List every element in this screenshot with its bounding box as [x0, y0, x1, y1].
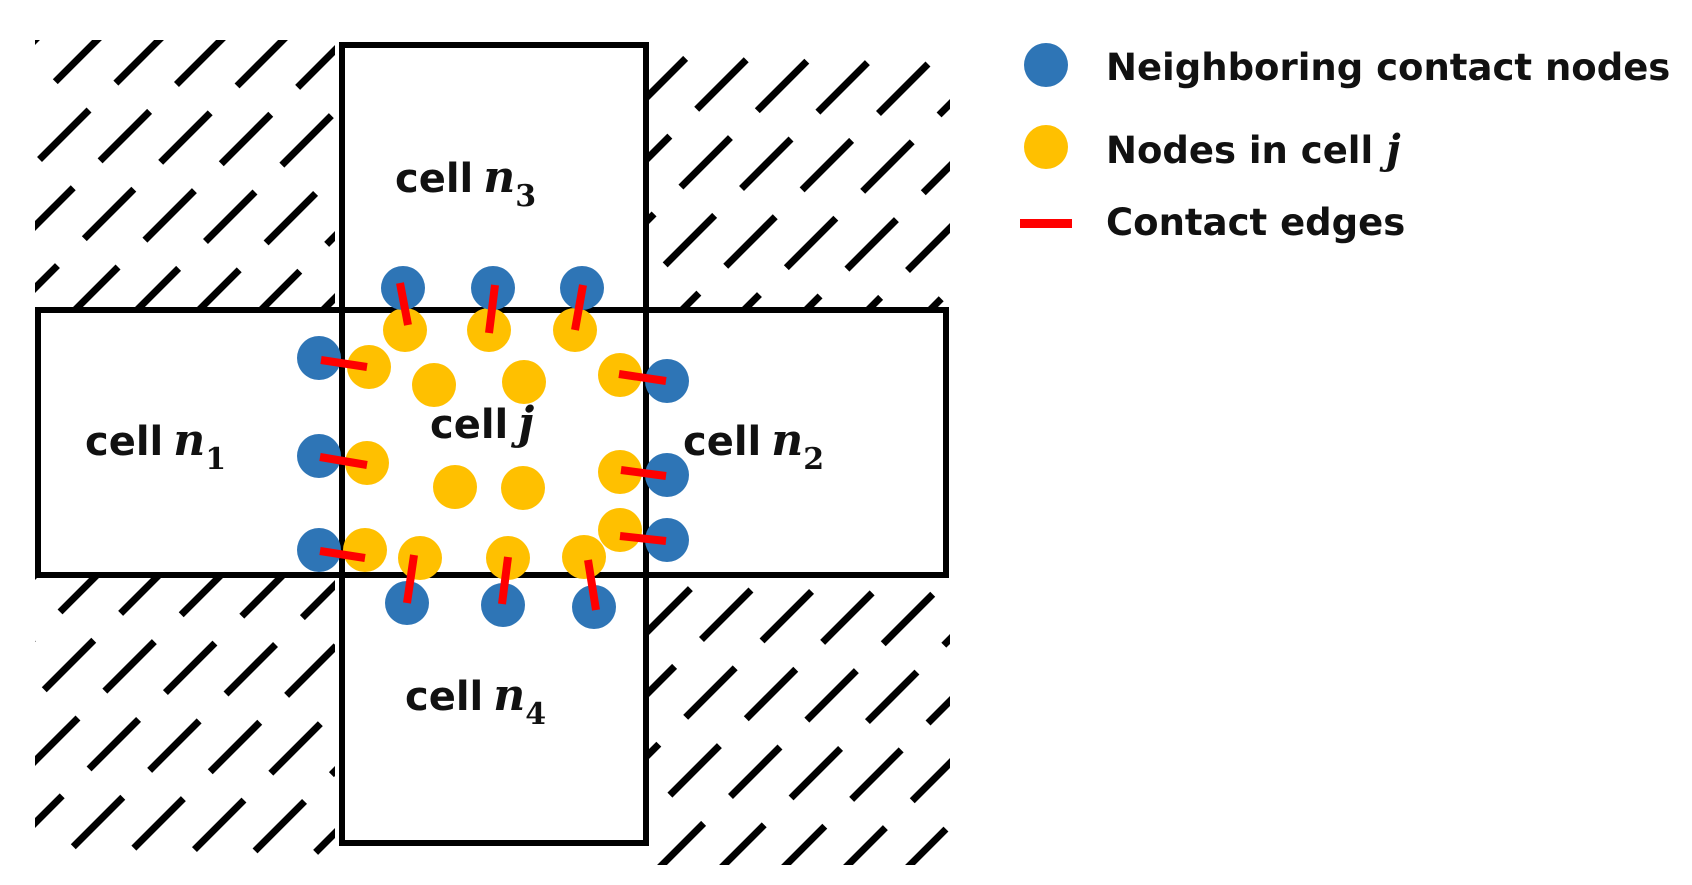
- cell-j-node: [502, 360, 546, 404]
- legend-blue-circle-icon: [1024, 43, 1068, 87]
- hatch-line: [256, 231, 335, 310]
- contact-edge: [319, 453, 368, 469]
- cell-n3-box: [339, 42, 649, 313]
- cell-j-nodes: [343, 308, 642, 580]
- hatch-line: [905, 820, 950, 865]
- cell-j-node: [433, 465, 477, 509]
- legend-yellow-circle-icon: [1024, 125, 1068, 169]
- legend-red-dash-icon: [1020, 219, 1072, 228]
- hatch-line: [70, 45, 335, 310]
- hatch-line: [801, 161, 950, 310]
- cell-j-node: [501, 466, 545, 510]
- cell-j-node: [562, 535, 606, 579]
- hatch-line: [781, 696, 950, 865]
- hatch-line: [863, 223, 950, 310]
- hatch-line: [112, 642, 335, 865]
- hatch-line: [677, 40, 950, 310]
- hatch-line: [642, 40, 833, 231]
- contact-edge: [584, 559, 600, 611]
- hatch-line: [642, 40, 771, 169]
- hatch-line: [642, 575, 895, 828]
- hatch-line: [642, 575, 833, 766]
- hatch-line: [739, 99, 950, 310]
- neighbor-contact-node: [297, 528, 341, 572]
- hatch-line: [194, 169, 335, 310]
- cell-j-node: [347, 345, 391, 389]
- hatch-line: [35, 575, 226, 766]
- neighbor-contact-node: [481, 583, 525, 627]
- hatch-region-bottom-left: [35, 575, 335, 865]
- legend-nodes-label: Nodes in cell j: [1106, 126, 1401, 173]
- hatch-line: [719, 634, 950, 865]
- contact-edge: [498, 556, 512, 605]
- contact-edges: [319, 282, 667, 611]
- hatch-line: [35, 40, 40, 45]
- cell-j-node: [398, 536, 442, 580]
- hatch-line: [132, 107, 335, 310]
- hatch-line: [657, 575, 950, 865]
- hatch-region-top-left: [35, 40, 335, 310]
- contact-edge: [620, 466, 667, 480]
- contact-edge: [320, 356, 368, 371]
- hatch-line: [236, 766, 335, 865]
- cell-j-node: [598, 450, 642, 494]
- contact-edge: [396, 282, 412, 326]
- cell-j-node: [598, 508, 642, 552]
- hatch-line: [50, 580, 335, 865]
- neighbor-contact-node: [645, 453, 689, 497]
- neighbor-contact-node: [297, 336, 341, 380]
- cell-j-node: [343, 528, 387, 572]
- hatch-line: [35, 40, 226, 231]
- hatch-line: [35, 575, 164, 704]
- hatch-line: [35, 40, 102, 107]
- hatch-line: [174, 704, 335, 865]
- legend-edges-label: Contact edges: [1106, 201, 1405, 244]
- neighbor-contact-node: [645, 518, 689, 562]
- hatch-line: [642, 40, 709, 107]
- hatch-line: [962, 565, 1272, 875]
- contact-edge: [485, 284, 499, 334]
- cell-row-box: [35, 307, 949, 578]
- contact-edge: [319, 547, 366, 562]
- legend: Neighboring contact nodes Nodes in cell …: [1020, 43, 1670, 244]
- neighbor-contact-node: [297, 434, 341, 478]
- hatch-line: [642, 575, 709, 642]
- contact-edge: [619, 532, 667, 545]
- hatch-line: [642, 40, 895, 293]
- contact-edge: [618, 370, 667, 385]
- hatch-line: [35, 575, 40, 580]
- neighbor-contact-node: [645, 359, 689, 403]
- hatch-line: [35, 575, 288, 828]
- cell-j-node: [383, 308, 427, 352]
- hatch-line: [642, 575, 771, 704]
- contact-edge: [571, 284, 587, 331]
- hatch-line: [843, 758, 950, 865]
- contact-edge: [403, 554, 418, 604]
- hatch-line: [35, 40, 164, 169]
- legend-neighbor-label: Neighboring contact nodes: [1106, 46, 1670, 89]
- cell-j-node: [412, 363, 456, 407]
- hatch-line: [35, 40, 288, 293]
- hatch-region-bottom-right: [642, 565, 1272, 875]
- hatch-region-top-right: [642, 40, 950, 310]
